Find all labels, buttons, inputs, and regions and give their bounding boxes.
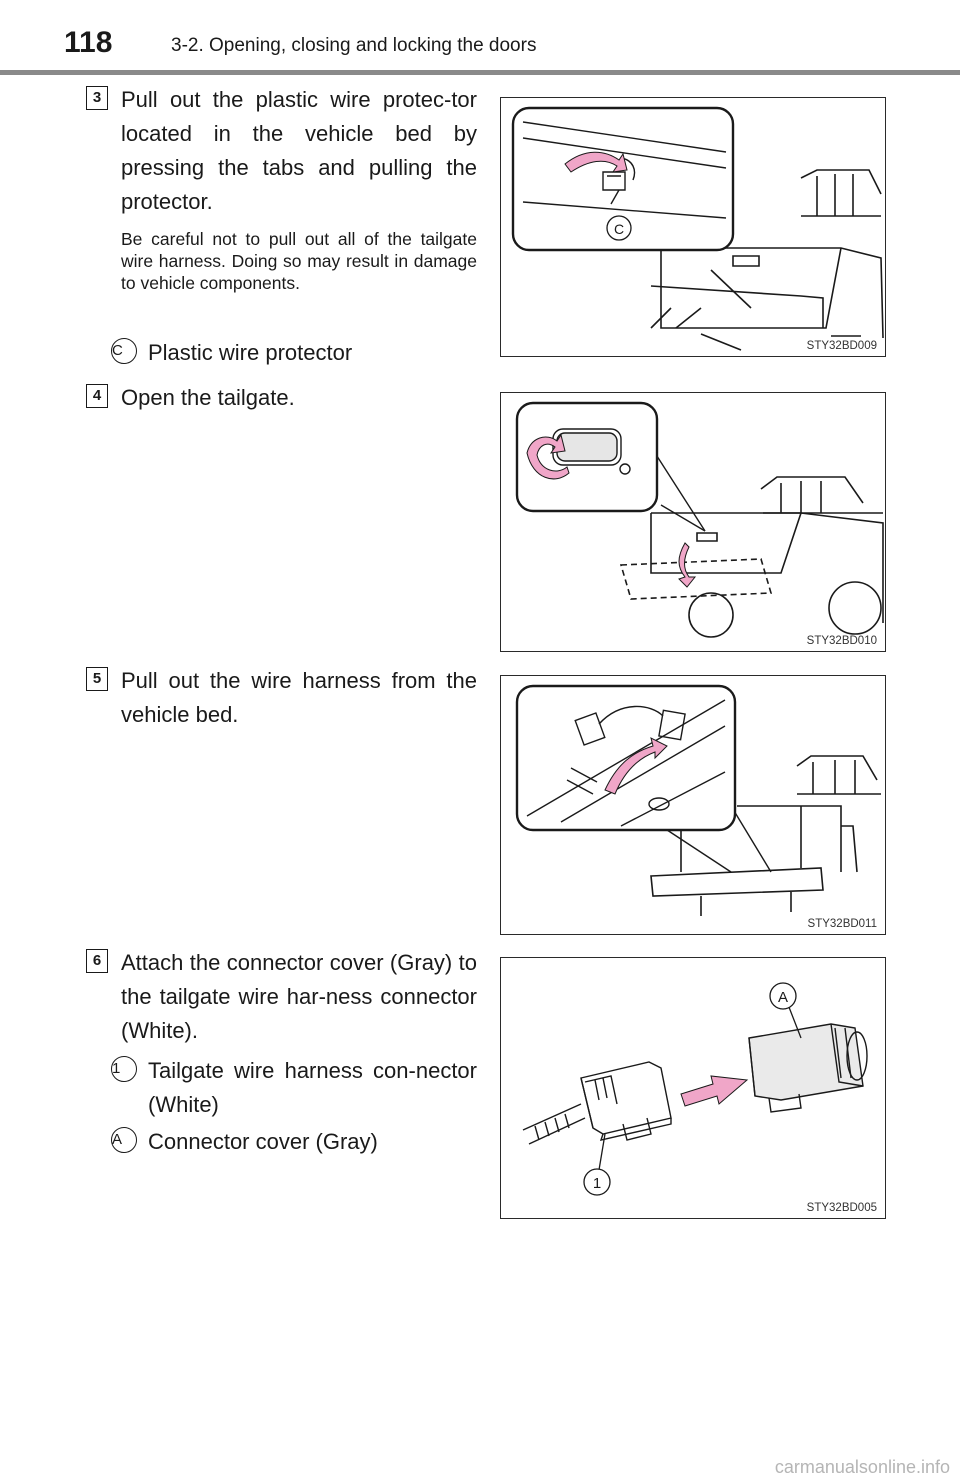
figure-label: A	[778, 989, 788, 1006]
callout-text: Plastic wire protector	[148, 340, 353, 365]
callout-text: Tailgate wire harness con-nector (White)	[148, 1058, 477, 1117]
figure-code: STY32BD009	[806, 340, 877, 352]
callout-text: Connector cover (Gray)	[148, 1129, 378, 1154]
callout-item: 1 Tailgate wire harness con-nector (Whit…	[111, 1054, 477, 1122]
page-number: 118	[64, 26, 113, 59]
step-number-badge: 3	[86, 86, 108, 110]
figure-step-6: A 1 STY32BD005	[500, 957, 886, 1219]
step-text: Attach the connector cover (Gray) to the…	[121, 950, 477, 1043]
figure-label: C	[614, 221, 624, 237]
truck-rear-wire-protector-illustration: C	[511, 106, 884, 351]
callout-marker: C	[111, 338, 137, 364]
section-title: 3-2. Opening, closing and locking the do…	[171, 35, 537, 56]
figure-step-4: STY32BD010	[500, 392, 886, 652]
figure-step-5: STY32BD011	[500, 675, 886, 935]
figure-code: STY32BD005	[806, 1202, 877, 1214]
figure-label: 1	[593, 1175, 601, 1192]
callout-marker: 1	[111, 1056, 137, 1082]
tailgate-opening-illustration	[515, 401, 884, 638]
step-text: Open the tailgate.	[121, 385, 295, 410]
callout-marker: A	[111, 1127, 137, 1153]
step-number-badge: 4	[86, 384, 108, 408]
figure-code: STY32BD011	[807, 918, 877, 930]
connector-cover-illustration: A 1	[522, 982, 868, 1196]
step-number-badge: 6	[86, 949, 108, 973]
figure-step-3: C STY32BD009	[500, 97, 886, 357]
wire-harness-pull-out-illustration	[515, 684, 881, 916]
step-text: Pull out the plastic wire protec-tor loc…	[121, 87, 477, 214]
callout-item: C Plastic wire protector	[111, 336, 477, 370]
step-number-badge: 5	[86, 667, 108, 691]
figure-code: STY32BD010	[806, 635, 877, 647]
header-rule	[0, 70, 960, 75]
step-note: Be careful not to pull out all of the ta…	[121, 229, 477, 293]
step-text: Pull out the wire harness from the vehic…	[121, 668, 477, 727]
watermark: carmanualsonline.info	[774, 1457, 950, 1477]
callout-item: A Connector cover (Gray)	[111, 1125, 477, 1159]
